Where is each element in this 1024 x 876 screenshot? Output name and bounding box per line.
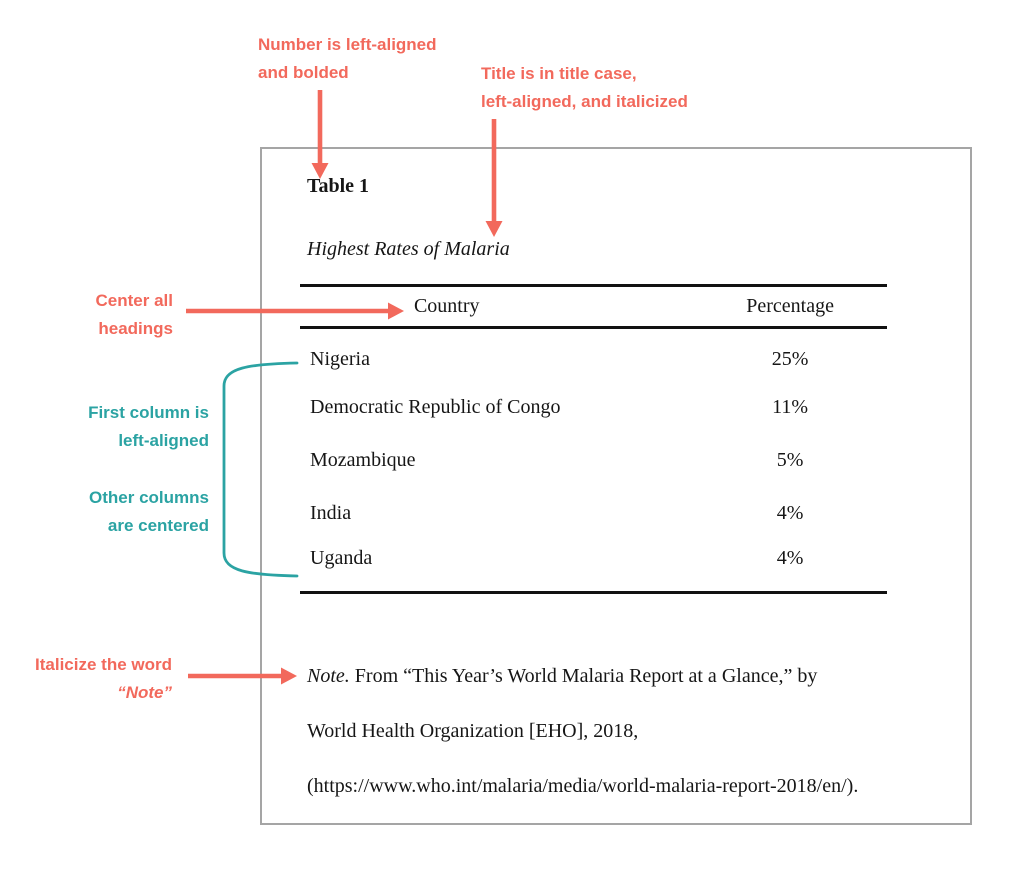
note-line-2: World Health Organization [EHO], 2018,: [307, 720, 639, 742]
percentage-cell: 25%: [771, 347, 809, 370]
country-cell: India: [310, 501, 352, 524]
column-header-country: Country: [300, 285, 594, 329]
annotation-headings: Center all headings: [96, 287, 173, 343]
spacer-cell: [594, 434, 694, 487]
note-line-1-rest: From “This Year’s World Malaria Report a…: [349, 665, 818, 687]
annotation-first-column-line1: First column is: [88, 403, 209, 422]
country-cell: Uganda: [310, 547, 373, 570]
spacer-cell: [594, 381, 694, 434]
annotation-number: Number is left-aligned and bolded: [258, 31, 437, 87]
annotation-title-line2: left-aligned, and italicized: [481, 92, 688, 111]
percentage-cell: 11%: [772, 395, 809, 418]
spacer-cell: [594, 540, 694, 593]
annotation-other-columns: Other columns are centered: [89, 484, 209, 540]
table-row: Nigeria 25%: [300, 328, 887, 381]
table-row: India 4%: [300, 487, 887, 540]
column-spacer: [593, 285, 694, 329]
annotation-first-column-line2: left-aligned: [118, 431, 209, 450]
table-number: Table 1: [307, 175, 370, 197]
annotation-title: Title is in title case, left-aligned, an…: [481, 60, 688, 116]
country-cell: Mozambique: [310, 448, 416, 471]
spacer-cell: [594, 328, 694, 381]
annotation-title-line1: Title is in title case,: [481, 64, 637, 83]
annotation-other-columns-line2: are centered: [107, 516, 209, 535]
spacer-cell: [594, 487, 694, 540]
table-note: Note. From “This Year’s World Malaria Re…: [307, 649, 858, 814]
percentage-cell: 4%: [776, 547, 804, 570]
annotation-other-columns-line1: Other columns: [89, 488, 209, 507]
annotation-note-line2: “Note”: [117, 683, 172, 702]
table-row: Uganda 4%: [300, 540, 887, 593]
table-header-row: Country Percentage: [300, 285, 887, 329]
table-title: Highest Rates of Malaria: [307, 238, 510, 260]
table-row: Mozambique 5%: [300, 434, 887, 487]
annotation-number-line1: Number is left-aligned: [258, 35, 437, 54]
annotation-number-line2: and bolded: [258, 63, 349, 82]
note-line-3: (https://www.who.int/malaria/media/world…: [307, 775, 859, 797]
annotation-first-column: First column is left-aligned: [88, 399, 209, 455]
note-label: Note.: [307, 665, 350, 687]
data-table: Country Percentage Nigeria 25% Democrati…: [300, 284, 887, 594]
annotation-note: Italicize the word “Note”: [35, 651, 172, 707]
percentage-cell: 4%: [776, 501, 804, 524]
column-header-percentage: Percentage: [693, 285, 887, 329]
note-line-1: Note. From “This Year’s World Malaria Re…: [307, 649, 858, 704]
annotation-headings-line2: headings: [98, 319, 173, 338]
table-row: Democratic Republic of Congo 11%: [300, 381, 887, 434]
document-page: Table 1 Highest Rates of Malaria Country…: [260, 147, 972, 825]
country-cell: Nigeria: [310, 347, 370, 370]
annotation-headings-line1: Center all: [95, 291, 173, 310]
percentage-cell: 5%: [776, 448, 804, 471]
annotation-note-line1: Italicize the word: [35, 655, 172, 674]
country-cell: Democratic Republic of Congo: [310, 395, 561, 418]
